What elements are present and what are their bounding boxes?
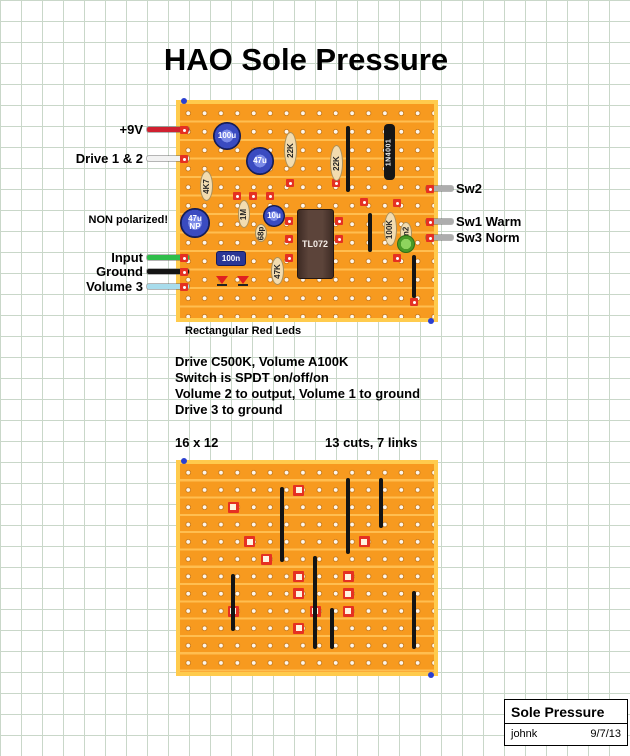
board-size-label: 16 x 12 bbox=[175, 435, 219, 450]
solder-pad bbox=[360, 198, 368, 206]
solder-pad bbox=[266, 192, 274, 200]
diode: 1N4001 bbox=[383, 124, 395, 180]
trace-cut bbox=[342, 571, 354, 582]
solder-pad bbox=[180, 268, 188, 276]
jumper-link bbox=[280, 487, 285, 563]
trace-cut bbox=[244, 536, 256, 548]
board-corner-dot bbox=[428, 672, 434, 678]
connection-wire bbox=[147, 255, 189, 260]
connection-wire bbox=[426, 235, 453, 240]
board-corner-dot bbox=[428, 318, 434, 324]
connection-label: +9V bbox=[119, 122, 144, 137]
resistor: 68p bbox=[255, 224, 267, 242]
connection-label: Sw1 Warm bbox=[456, 214, 522, 229]
solder-pad bbox=[285, 217, 293, 225]
connection-wire bbox=[147, 127, 189, 132]
cuts-links-label: 13 cuts, 7 links bbox=[325, 435, 418, 450]
jumper-link bbox=[378, 478, 383, 528]
connection-wire bbox=[426, 186, 453, 191]
board-corner-dot bbox=[181, 98, 187, 104]
trace-cut bbox=[293, 571, 305, 582]
capacitor-ceramic bbox=[397, 235, 415, 253]
jumper-link bbox=[313, 556, 318, 649]
page-title: HAO Sole Pressure bbox=[163, 42, 449, 77]
solder-pad bbox=[180, 155, 188, 163]
solder-pad bbox=[233, 192, 241, 200]
resistor: 4K7 bbox=[199, 171, 213, 201]
solder-pad bbox=[180, 126, 188, 134]
solder-pad bbox=[426, 185, 434, 193]
trace-cut bbox=[293, 484, 305, 496]
author: johnk bbox=[511, 728, 538, 740]
capacitor-electrolytic: 100u bbox=[213, 122, 241, 150]
title-block-footer: johnk 9/7/13 bbox=[505, 724, 627, 745]
solder-pad bbox=[335, 217, 343, 225]
connection-wire bbox=[426, 219, 453, 224]
resistor: 22K bbox=[329, 145, 343, 181]
connection-label: Ground bbox=[96, 264, 143, 279]
resistor: 100K bbox=[383, 212, 397, 246]
capacitor-electrolytic: 47u bbox=[246, 147, 274, 175]
date: 9/7/13 bbox=[590, 728, 621, 740]
connection-label: Drive 1 & 2 bbox=[75, 151, 143, 166]
build-notes: Drive C500K, Volume A100K Switch is SPDT… bbox=[175, 354, 420, 418]
connection-wire bbox=[147, 269, 189, 274]
jumper-link bbox=[329, 608, 334, 649]
solder-pad bbox=[410, 298, 418, 306]
connection-wire bbox=[147, 156, 189, 161]
note-line: Volume 2 to output, Volume 1 to ground bbox=[175, 386, 421, 401]
trace-cut bbox=[358, 536, 370, 548]
resistor: 22K bbox=[283, 132, 297, 168]
solder-pad bbox=[285, 235, 293, 243]
led-icon bbox=[216, 276, 228, 288]
capacitor-film: 100n bbox=[216, 250, 246, 266]
trace-cut bbox=[260, 553, 272, 565]
jumper-link bbox=[412, 255, 416, 298]
led-icon bbox=[237, 276, 249, 288]
non-polarized-note: NON polarized! bbox=[88, 214, 168, 226]
jumper-link bbox=[411, 590, 416, 649]
connection-wire bbox=[147, 284, 189, 289]
solder-pad bbox=[249, 192, 257, 200]
connection-label: Sw3 Norm bbox=[456, 230, 520, 245]
solder-pad bbox=[286, 179, 294, 187]
jumper-link bbox=[231, 573, 236, 632]
jumper-link bbox=[368, 213, 372, 252]
trace-cut bbox=[293, 588, 305, 600]
jumper-link bbox=[346, 478, 350, 554]
trace-cut bbox=[293, 622, 305, 634]
resistor: 1M bbox=[238, 200, 250, 228]
connection-label: Volume 3 bbox=[86, 279, 143, 294]
note-line: Drive 3 to ground bbox=[175, 402, 283, 417]
connection-label: Sw2 bbox=[456, 181, 483, 196]
note-line: Drive C500K, Volume A100K bbox=[175, 354, 349, 369]
solder-pad bbox=[285, 254, 293, 262]
project-title: Sole Pressure bbox=[505, 700, 627, 724]
solder-pad bbox=[180, 254, 188, 262]
trace-cut bbox=[342, 588, 354, 600]
title-block: Sole Pressure johnk 9/7/13 bbox=[504, 699, 628, 746]
connection-label: Input bbox=[111, 250, 143, 265]
solder-pad bbox=[332, 179, 340, 187]
note-line: Switch is SPDT on/off/on bbox=[175, 370, 329, 385]
solder-pad bbox=[393, 254, 401, 262]
solder-pad bbox=[180, 283, 188, 291]
ic-chip: TL072 bbox=[296, 209, 334, 279]
capacitor-electrolytic: 10u bbox=[263, 205, 285, 227]
trace-cut bbox=[227, 501, 239, 513]
resistor: 47K bbox=[270, 257, 284, 285]
leds-note: Rectangular Red Leds bbox=[185, 325, 302, 337]
solder-pad bbox=[335, 235, 343, 243]
solder-pad bbox=[426, 218, 434, 226]
trace-cut bbox=[342, 605, 354, 617]
board-corner-dot bbox=[181, 458, 187, 464]
jumper-link bbox=[346, 126, 350, 192]
stripboard-cuts-side bbox=[176, 460, 438, 676]
solder-pad bbox=[426, 234, 434, 242]
solder-pad bbox=[393, 199, 401, 207]
